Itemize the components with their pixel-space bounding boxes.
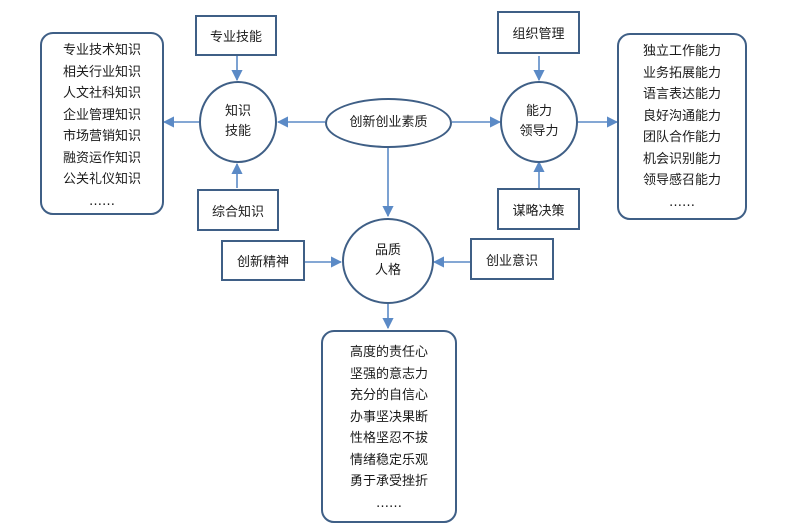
org-management-box: 组织管理 (497, 11, 580, 54)
knowledge-node-line1: 知识 (224, 104, 251, 119)
leadership-node-line1: 能力 (525, 104, 552, 119)
knowledge-skills-node: 知识 技能 (199, 81, 277, 163)
quality-character-node: 品质 人格 (342, 218, 434, 304)
general-knowledge-label: 综合知识 (211, 204, 264, 220)
knowledge-list-item: 融资运作知识 (62, 150, 141, 166)
character-list-item: 办事坚决果断 (349, 409, 428, 425)
innovation-spirit-label: 创新精神 (236, 255, 289, 270)
knowledge-list-item: 相关行业知识 (62, 64, 141, 80)
general-knowledge-box: 综合知识 (197, 189, 279, 231)
character-list-item: 情绪稳定乐观 (349, 452, 428, 468)
ability-leadership-node: 能力 领导力 (500, 81, 578, 163)
character-list-item: 高度的责任心 (349, 345, 428, 360)
knowledge-list-ellipsis: …… (89, 193, 115, 209)
professional-skills-label: 专业技能 (209, 30, 262, 45)
ability-list-item: 机会识别能力 (642, 151, 721, 167)
character-node-line1: 品质 (374, 243, 401, 258)
ability-list-ellipsis: …… (669, 194, 695, 210)
org-management-label: 组织管理 (512, 27, 565, 42)
leadership-node-line2: 领导力 (519, 124, 559, 139)
knowledge-list-item: 专业技术知识 (62, 43, 141, 58)
professional-skills-box: 专业技能 (195, 15, 277, 56)
knowledge-list-item: 市场营销知识 (62, 129, 141, 144)
ability-list-item: 语言表达能力 (642, 87, 721, 102)
entrepreneur-awareness-label: 创业意识 (485, 253, 538, 269)
character-list-ellipsis: …… (376, 495, 402, 511)
center-label: 创新创业素质 (349, 115, 428, 130)
strategy-decision-box: 谋略决策 (497, 188, 580, 230)
knowledge-list-item: 人文社科知识 (62, 86, 141, 101)
ability-list-item: 领导感召能力 (642, 173, 721, 188)
strategy-decision-label: 谋略决策 (512, 203, 565, 219)
knowledge-list-panel: 专业技术知识 相关行业知识 人文社科知识 企业管理知识 市场营销知识 融资运作知… (40, 32, 164, 215)
character-list-item: 坚强的意志力 (349, 366, 428, 382)
ability-list-panel: 独立工作能力 业务拓展能力 语言表达能力 良好沟通能力 团队合作能力 机会识别能… (617, 33, 747, 220)
knowledge-list-item: 企业管理知识 (62, 107, 141, 123)
knowledge-list-item: 公关礼仪知识 (62, 172, 141, 187)
innovation-spirit-box: 创新精神 (221, 240, 305, 281)
center-ellipse: 创新创业素质 (325, 98, 452, 148)
character-list-item: 勇于承受挫折 (349, 474, 428, 489)
ability-list-item: 良好沟通能力 (642, 108, 721, 124)
ability-list-item: 业务拓展能力 (642, 65, 721, 81)
ability-list-item: 团队合作能力 (642, 130, 721, 145)
knowledge-node-line2: 技能 (224, 124, 251, 139)
character-node-line2: 人格 (374, 263, 401, 278)
character-list-item: 性格坚忍不拔 (349, 431, 428, 446)
entrepreneur-awareness-box: 创业意识 (470, 238, 554, 280)
ability-list-item: 独立工作能力 (642, 44, 721, 59)
character-list-item: 充分的自信心 (349, 388, 428, 403)
character-list-panel: 高度的责任心 坚强的意志力 充分的自信心 办事坚决果断 性格坚忍不拔 情绪稳定乐… (321, 330, 457, 523)
